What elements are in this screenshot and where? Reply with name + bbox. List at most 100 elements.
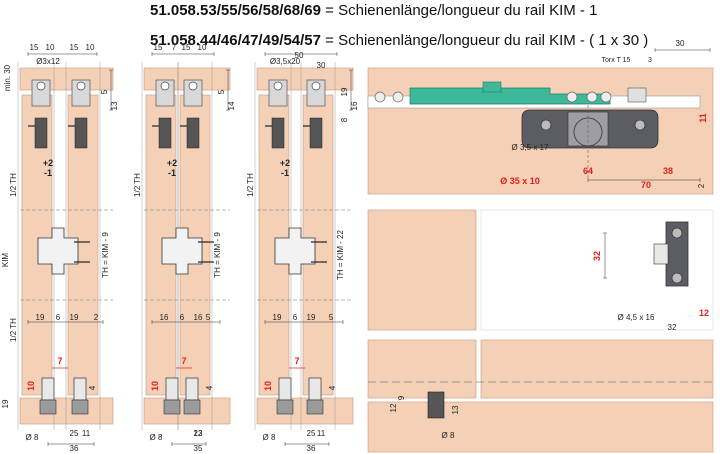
- top-runner-0: [31, 79, 51, 107]
- header-line-2: 51.058.44/46/47/49/54/57 = Schienenlänge…: [150, 32, 648, 49]
- top-dim-3: 10: [198, 43, 207, 52]
- bottom-dim-3: 5: [329, 313, 334, 322]
- dim-2: 2: [697, 183, 706, 188]
- base-dim-0: 22: [194, 429, 203, 438]
- dim-32-vertical: 32: [592, 251, 602, 261]
- hole-diameter-label: Ø 8: [26, 433, 39, 442]
- th-formula-label: TH = KIM - 9: [101, 232, 110, 278]
- kim-label: KIM: [1, 253, 10, 268]
- top-dim-2: 15: [182, 43, 191, 52]
- adjust-minus-label: -1: [44, 168, 52, 178]
- clip-bracket-1: [309, 117, 323, 149]
- bottom-dim-1: 6: [56, 313, 61, 322]
- base-dim-total: 35: [194, 444, 203, 453]
- red-dim-10: 10: [150, 381, 160, 391]
- small-dim-4: 4: [205, 385, 214, 390]
- top-dim-1: 30: [317, 61, 326, 70]
- guide-base-0: [163, 399, 181, 415]
- adjust-minus-label: -1: [168, 168, 176, 178]
- end-stop: [627, 87, 647, 103]
- red-dim-7: 7: [57, 356, 62, 366]
- side-dim-2: 8: [340, 117, 349, 122]
- bottom-dim-0: 16: [160, 313, 169, 322]
- top-dim-2: 15: [70, 43, 79, 52]
- middle-connector: [161, 227, 203, 275]
- bottom-dim-3: 2: [94, 313, 99, 322]
- cabinet-bottom: [256, 397, 354, 425]
- dim-32-horizontal: 32: [668, 323, 677, 332]
- lower-right-board: [480, 339, 714, 399]
- bottom-dim-1: 6: [180, 313, 185, 322]
- dia-35x17-label: Ø 3,5 x 17: [512, 143, 549, 152]
- bottom-guide-1: [185, 377, 199, 401]
- clip-bracket-0: [158, 117, 172, 149]
- top-runner-1: [306, 79, 326, 107]
- side-dim-1: 13: [110, 101, 119, 110]
- guide-base-1: [71, 399, 89, 415]
- red-dim-10: 10: [26, 381, 36, 391]
- bottom-guide-0: [165, 377, 179, 401]
- small-dim-4: 4: [88, 385, 97, 390]
- dim-12-bottom: 12: [389, 403, 398, 412]
- plate-screw-left: [540, 119, 552, 131]
- side-dim-1: 16: [350, 101, 359, 110]
- runner-wheel-1: [188, 81, 198, 91]
- runner-wheel-0: [160, 81, 170, 91]
- dim-9: 9: [397, 395, 406, 400]
- adjust-plus-label: +2: [167, 158, 177, 168]
- dim-30: 30: [676, 39, 685, 48]
- base-dim-0: 25: [70, 429, 79, 438]
- top-runner-1: [183, 79, 203, 107]
- top-dim-3: 10: [86, 43, 95, 52]
- half-th-label-upper: 1/2 TH: [246, 173, 255, 197]
- small-dim-4: 4: [328, 385, 337, 390]
- middle-connector: [274, 227, 316, 275]
- hole-diameter-label: Ø 8: [150, 433, 163, 442]
- bottom-guide-0: [41, 377, 55, 401]
- carriage-block: [482, 81, 502, 93]
- wheel-4: [600, 91, 612, 103]
- bottom-dim-0: 19: [36, 313, 45, 322]
- torx-label: Torx T 15: [602, 57, 631, 64]
- red-dim-7: 7: [181, 356, 186, 366]
- half-th-label-upper: 1/2 TH: [9, 173, 18, 197]
- th-formula-label: TH = KIM - 9: [213, 232, 222, 278]
- red-dim-10: 10: [263, 381, 273, 391]
- side-screw-bottom: [671, 272, 683, 284]
- side-plate-tab: [653, 243, 669, 265]
- dim-13: 13: [451, 405, 460, 414]
- bottom-dim-3: 5: [206, 313, 211, 322]
- wheel-0: [374, 91, 386, 103]
- header-line-1-code: 51.058.53/55/56/58/68/69: [150, 2, 321, 19]
- top-dim-1: 7: [172, 43, 177, 52]
- clip-bracket-0: [271, 117, 285, 149]
- bottom-guide-1: [73, 377, 87, 401]
- base-dim-total: 36: [307, 444, 316, 453]
- floor-guide: [427, 391, 445, 419]
- dim-70: 70: [641, 180, 651, 190]
- middle-connector: [37, 227, 79, 275]
- bottom-guide-1: [308, 377, 322, 401]
- header-line-1-text: = Schienenlänge/longueur du rail KIM - 1: [321, 2, 598, 19]
- dia-45x16-label: Ø 4,5 x 16: [618, 313, 655, 322]
- left-19-label: 19: [1, 399, 10, 408]
- cabinet-bottom: [19, 397, 114, 425]
- runner-wheel-0: [273, 81, 283, 91]
- lower-left-board: [367, 339, 477, 399]
- dim-3: 3: [648, 57, 652, 64]
- min-30-label: min. 30: [3, 64, 12, 91]
- base-dim-1: 13: [194, 429, 203, 438]
- bottom-dim-2: 16: [194, 313, 203, 322]
- clip-bracket-1: [74, 117, 88, 149]
- side-dim-0: 5: [217, 89, 226, 94]
- top-dim-1: 10: [46, 43, 55, 52]
- base-dim-total: 36: [70, 444, 79, 453]
- top-dim-0: 15: [30, 43, 39, 52]
- top-runner-1: [71, 79, 91, 107]
